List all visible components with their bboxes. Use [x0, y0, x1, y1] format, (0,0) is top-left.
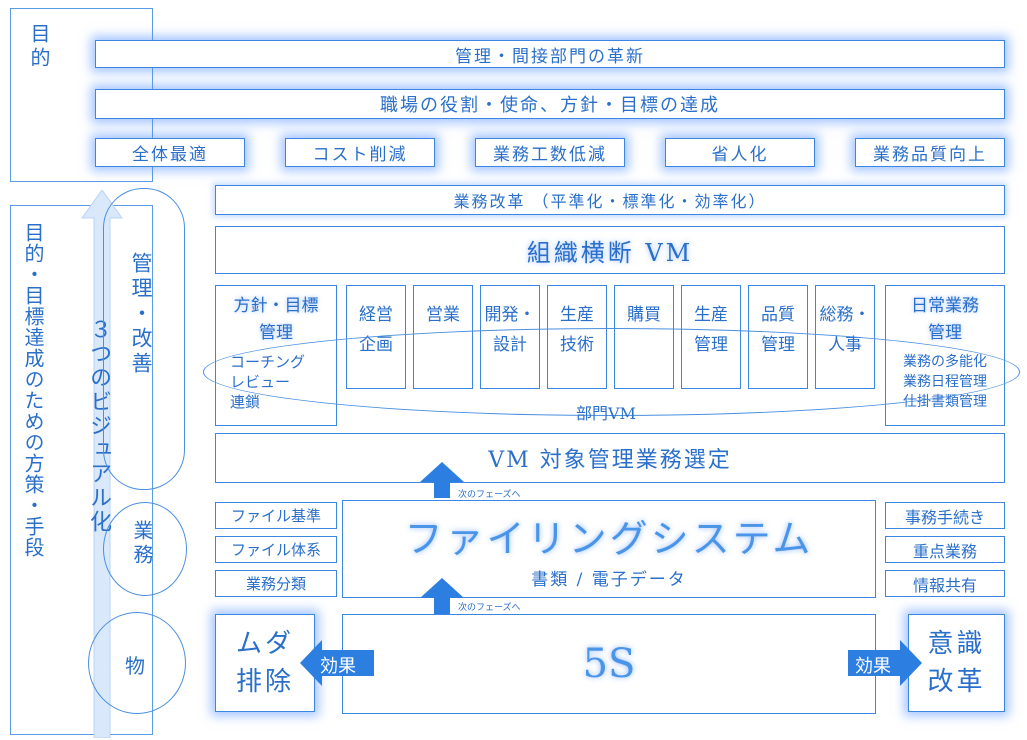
filing-right-item: 重点業務 — [885, 536, 1005, 563]
goal-box: 業務工数低減 — [475, 138, 625, 167]
up-arrow-icon — [420, 462, 464, 498]
improvement-box: 業務改革 （平準化・標準化・効率化） — [215, 185, 1005, 215]
stage-things: 物 — [125, 654, 145, 678]
filing-subtitle: 書類 / 電子データ — [531, 570, 687, 590]
awareness-line: 意識 — [927, 629, 986, 659]
purpose-row-2: 職場の役割・使命、方針・目標の達成 — [95, 89, 1005, 119]
department-line: 購買 — [627, 305, 661, 325]
filing-left-item: ファイル体系 — [215, 536, 337, 563]
filing-right-item: 事務手続き — [885, 502, 1005, 529]
filing-right-item: 情報共有 — [885, 570, 1005, 597]
next-phase-note: 次のフェーズへ — [458, 603, 521, 613]
department-vm-ellipse — [203, 328, 1020, 416]
department-line: 生産 — [560, 305, 594, 325]
goal-box: 省人化 — [665, 138, 815, 167]
five-s-box: 5S — [342, 614, 876, 714]
policy-title-2: 管理 — [259, 323, 293, 343]
awareness-line: 改革 — [927, 667, 986, 697]
next-phase-note: 次のフェーズへ — [458, 490, 521, 500]
stage-capsule-management — [103, 188, 185, 490]
stage-business: 業務 — [130, 520, 154, 568]
filing-title: ファイリングシステム — [404, 517, 814, 561]
muda-line: 排除 — [235, 667, 294, 697]
goal-box: 全体最適 — [95, 138, 245, 167]
muda-line: ムダ — [235, 629, 294, 659]
stage-management: 管理・改善 — [129, 252, 153, 377]
effect-right-label: 効果 — [855, 656, 891, 677]
purpose-label: 目的 — [27, 23, 51, 71]
department-line: 総務・ — [819, 305, 871, 325]
filing-system-box: ファイリングシステム 書類 / 電子データ — [342, 500, 876, 598]
purpose-row-1: 管理・間接部門の革新 — [95, 40, 1005, 68]
up-arrow-icon — [420, 578, 464, 624]
department-line: 品質 — [761, 305, 795, 325]
visualization-label: ３つのビジュアル化 — [86, 318, 111, 534]
department-line: 経営 — [359, 305, 393, 325]
means-panel: 目的・目標達成のための方策・手段 — [10, 205, 153, 735]
department-vm-label: 部門VM — [576, 404, 636, 423]
effect-right-arrow-icon — [848, 640, 922, 686]
department-line: 営業 — [426, 305, 460, 325]
means-label: 目的・目標達成のための方策・手段 — [21, 222, 45, 558]
awareness-box: 意識 改革 — [908, 614, 1005, 712]
cross-org-vm-box: 組織横断 VM — [215, 226, 1005, 274]
department-line: 生産 — [694, 305, 728, 325]
stage-capsule-things — [88, 612, 186, 714]
vm-selection-box: VM 対象管理業務選定 — [215, 433, 1005, 483]
filing-left-item: ファイル基準 — [215, 502, 337, 529]
department-line: 開発・ — [484, 305, 536, 325]
policy-item: 連鎖 — [230, 393, 261, 411]
goal-box: コスト削減 — [285, 138, 435, 167]
stage-capsule-business — [103, 502, 187, 596]
goal-box: 業務品質向上 — [855, 138, 1005, 167]
effect-left-arrow-icon — [300, 640, 374, 686]
daily-title-2: 管理 — [928, 323, 962, 343]
muda-box: ムダ 排除 — [215, 614, 315, 712]
effect-left-label: 効果 — [320, 656, 356, 677]
policy-title: 方針・目標 — [233, 296, 319, 316]
filing-left-item: 業務分類 — [215, 570, 337, 597]
daily-title: 日常業務 — [911, 296, 979, 316]
